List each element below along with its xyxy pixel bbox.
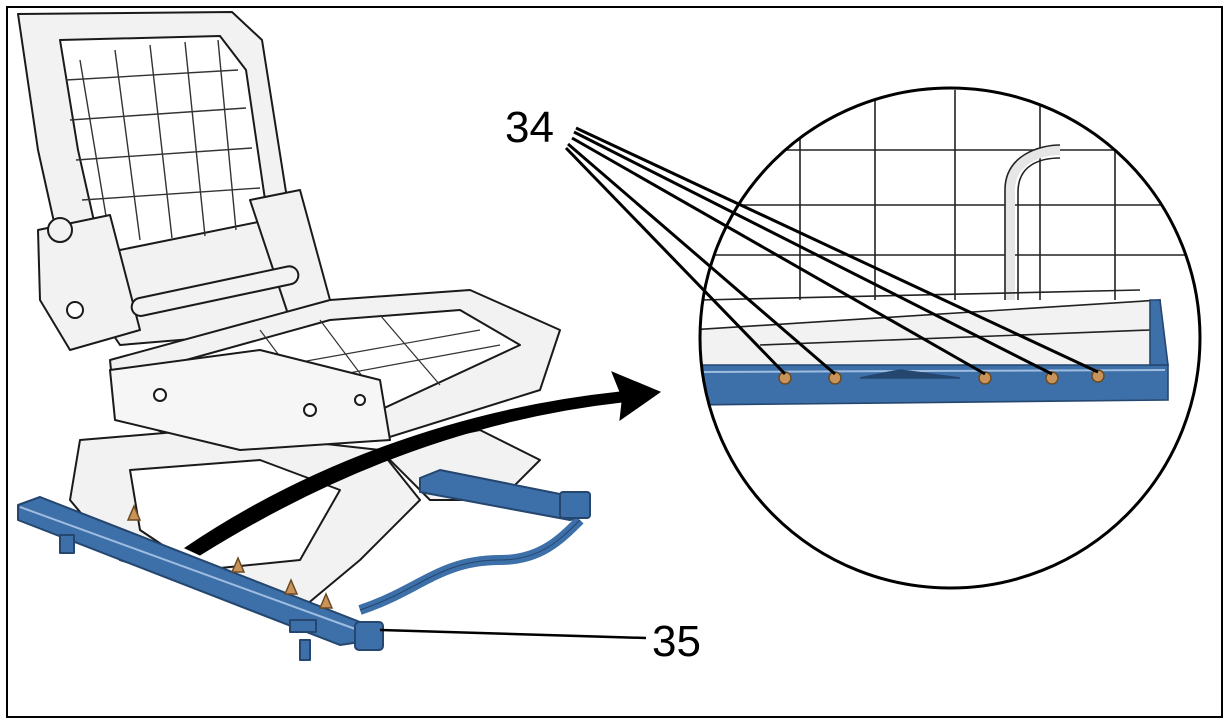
callout-label-35: 35 <box>652 617 701 666</box>
detail-fastener-icons <box>778 369 1105 385</box>
leader-lines-34 <box>564 126 1099 376</box>
rail-fastener-icons <box>126 504 334 609</box>
detail-magnifier-circle-icon <box>698 86 1202 590</box>
figure-border <box>6 6 1223 718</box>
callout-label-34: 34 <box>505 103 554 152</box>
leader-line-35 <box>379 628 647 640</box>
seat-rail-assembly-icon <box>17 469 591 661</box>
curved-arrow-icon <box>183 371 662 556</box>
